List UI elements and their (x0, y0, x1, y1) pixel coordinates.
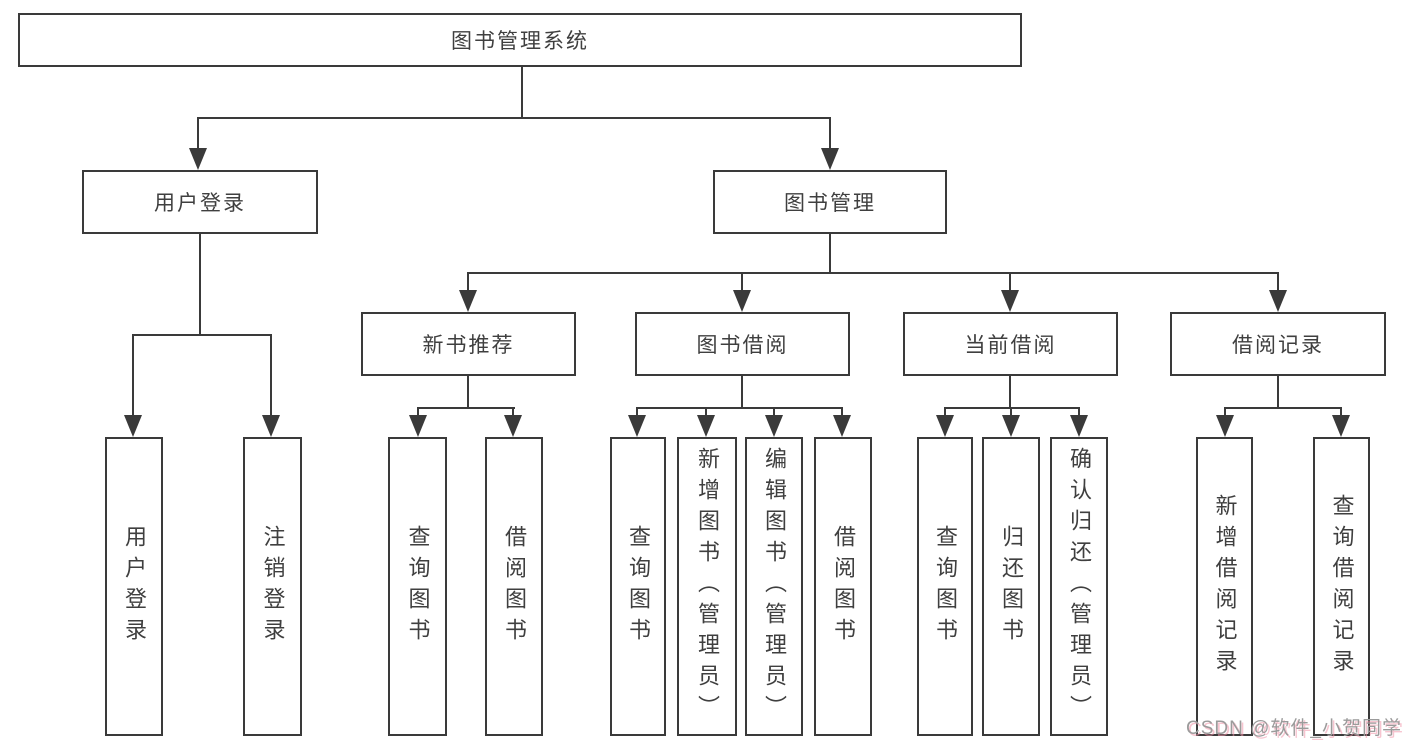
down-arrowhead (765, 415, 783, 437)
node-borrow-add-leaf: 新增图书（管理员） (677, 437, 737, 736)
connector-borrow-drop-1 (636, 407, 638, 417)
down-arrowhead (628, 415, 646, 437)
down-arrowhead (821, 148, 839, 170)
node-user-login-leaf-label: 用户登录 (122, 524, 147, 649)
down-arrowhead (1269, 290, 1287, 312)
node-user-login: 用户登录 (82, 170, 318, 234)
node-records-add-leaf-label: 新增借阅记录 (1212, 493, 1238, 680)
node-newbooks-query-leaf-label: 查询图书 (405, 524, 431, 649)
node-current-return-leaf: 归还图书 (982, 437, 1040, 736)
down-arrowhead (1002, 415, 1020, 437)
down-arrowhead (409, 415, 427, 437)
node-new-book-recommend: 新书推荐 (361, 312, 576, 376)
node-user-login-leaf: 用户登录 (105, 437, 163, 736)
connector-borrow-bar (636, 407, 843, 409)
node-root: 图书管理系统 (18, 13, 1022, 67)
connector-login-bar (132, 334, 272, 336)
node-newbooks-borrow-leaf-label: 借阅图书 (502, 524, 527, 649)
connector-borrow-drop-2 (705, 407, 707, 417)
connector-root-stem (521, 67, 523, 118)
node-current-confirm-leaf: 确认归还（管理员） (1050, 437, 1108, 736)
connector-current-stem (1009, 376, 1011, 408)
node-book-borrow: 图书借阅 (635, 312, 850, 376)
node-user-login-label: 用户登录 (154, 192, 246, 215)
connector-current-drop-1 (944, 407, 946, 417)
node-current-borrow-label: 当前借阅 (964, 334, 1057, 357)
node-current-borrow: 当前借阅 (903, 312, 1118, 376)
node-current-confirm-leaf-label: 确认归还（管理员） (1067, 447, 1092, 726)
down-arrowhead (833, 415, 851, 437)
node-book-management: 图书管理 (713, 170, 947, 234)
connector-current-drop-2 (1010, 407, 1012, 417)
down-arrowhead (124, 415, 142, 437)
down-arrowhead (504, 415, 522, 437)
node-borrow-records-label: 借阅记录 (1232, 334, 1324, 357)
connector-current-bar (944, 407, 1080, 409)
down-arrowhead (936, 415, 954, 437)
node-logout-leaf: 注销登录 (243, 437, 302, 736)
connector-borrow-drop-4 (841, 407, 843, 417)
connector-mgmt-bar (467, 272, 1279, 274)
connector-mgmt-drop-4 (1277, 272, 1279, 291)
connector-borrow-drop-3 (773, 407, 775, 417)
connector-newbooks-drop-1 (417, 407, 419, 417)
node-borrow-query-leaf: 查询图书 (610, 437, 666, 736)
connector-mgmt-drop-1 (467, 272, 469, 291)
down-arrowhead (1070, 415, 1088, 437)
node-borrow-book-leaf-label: 借阅图书 (831, 524, 856, 649)
connector-root-drop-right (829, 117, 831, 149)
connector-mgmt-stem (829, 234, 831, 274)
connector-records-stem (1277, 376, 1279, 408)
node-new-book-recommend-label: 新书推荐 (422, 334, 515, 357)
down-arrowhead (1001, 290, 1019, 312)
node-root-label: 图书管理系统 (451, 30, 589, 53)
connector-mgmt-drop-3 (1009, 272, 1011, 291)
node-book-borrow-label: 图书借阅 (696, 334, 789, 357)
node-current-return-leaf-label: 归还图书 (999, 524, 1024, 649)
node-current-query-leaf: 查询图书 (917, 437, 973, 736)
down-arrowhead (733, 290, 751, 312)
node-borrow-records: 借阅记录 (1170, 312, 1386, 376)
down-arrowhead (459, 290, 477, 312)
down-arrowhead (189, 148, 207, 170)
connector-newbooks-bar (417, 407, 515, 409)
node-borrow-edit-leaf: 编辑图书（管理员） (745, 437, 803, 736)
connector-records-drop-1 (1224, 407, 1226, 417)
connector-newbooks-drop-2 (512, 407, 514, 417)
connector-records-bar (1224, 407, 1342, 409)
node-records-add-leaf: 新增借阅记录 (1196, 437, 1253, 736)
down-arrowhead (1216, 415, 1234, 437)
node-borrow-query-leaf-label: 查询图书 (626, 524, 651, 649)
node-current-query-leaf-label: 查询图书 (933, 524, 958, 649)
node-borrow-edit-leaf-label: 编辑图书（管理员） (762, 447, 787, 726)
down-arrowhead (1332, 415, 1350, 437)
node-newbooks-query-leaf: 查询图书 (388, 437, 447, 736)
node-borrow-add-leaf-label: 新增图书（管理员） (695, 447, 720, 726)
node-records-query-leaf: 查询借阅记录 (1313, 437, 1370, 736)
connector-borrow-stem (741, 376, 743, 408)
down-arrowhead (262, 415, 280, 437)
connector-mgmt-drop-2 (741, 272, 743, 291)
connector-newbooks-stem (467, 376, 469, 408)
node-records-query-leaf-label: 查询借阅记录 (1329, 493, 1355, 680)
csdn-watermark: CSDN @软件_小贺同学 (1186, 718, 1402, 739)
connector-records-drop-2 (1340, 407, 1342, 417)
connector-login-drop-left (132, 334, 134, 416)
connector-login-drop-right (270, 334, 272, 416)
connector-root-bar (197, 117, 831, 119)
node-book-management-label: 图书管理 (784, 192, 876, 215)
connector-login-stem (199, 234, 201, 335)
connector-current-drop-3 (1078, 407, 1080, 417)
down-arrowhead (697, 415, 715, 437)
node-newbooks-borrow-leaf: 借阅图书 (485, 437, 543, 736)
node-logout-leaf-label: 注销登录 (260, 524, 286, 649)
node-borrow-book-leaf: 借阅图书 (814, 437, 872, 736)
connector-root-drop-left (197, 117, 199, 149)
